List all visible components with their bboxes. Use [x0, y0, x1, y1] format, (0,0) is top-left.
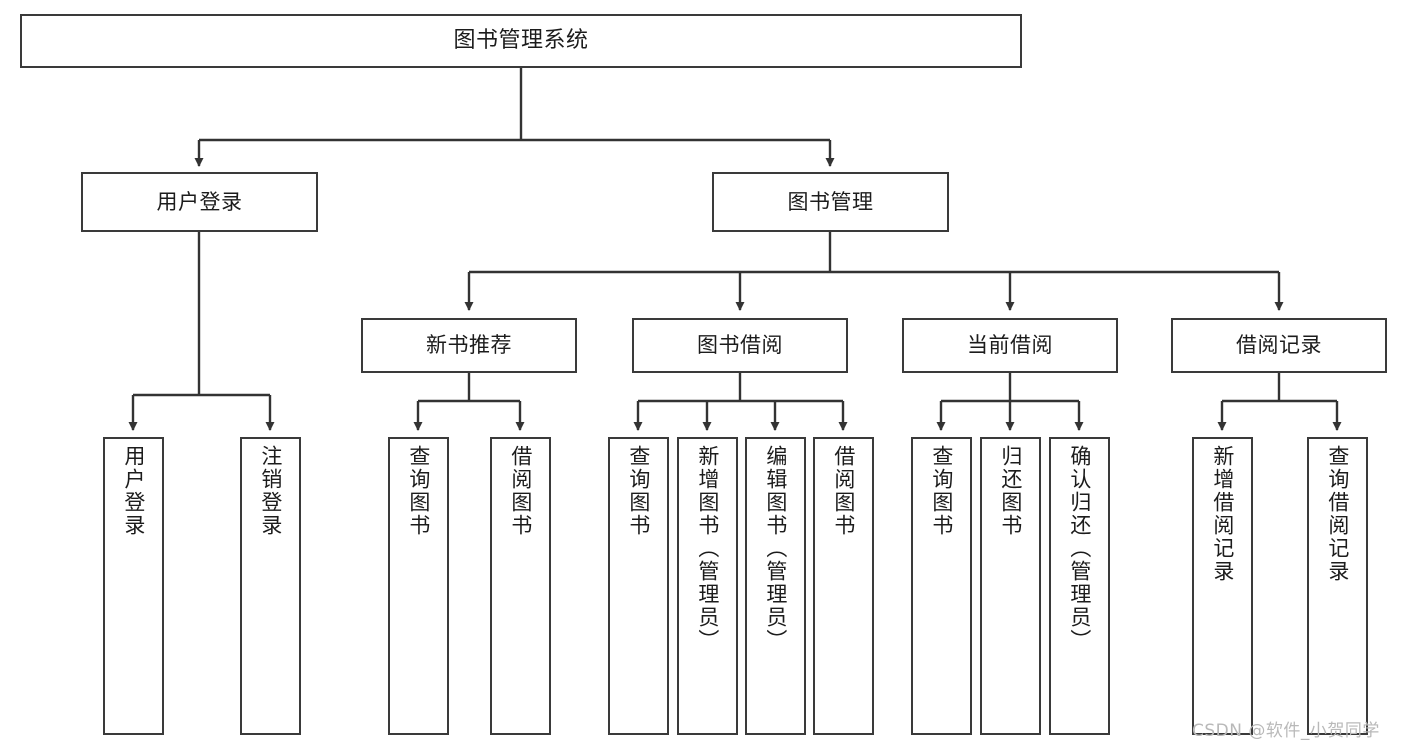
node-root-book-management-system[interactable]: 图书管理系统 [20, 14, 1022, 68]
leaf-new-book-borrow-book[interactable]: 借阅图书 [490, 437, 551, 735]
leaf-book-borrow-add-book-admin[interactable]: 新增图书（管理员） [677, 437, 738, 735]
node-book-borrow[interactable]: 图书借阅 [632, 318, 848, 373]
node-label: 图书借阅 [697, 333, 783, 358]
csdn-watermark: CSDN @软件_小贺同学 [1192, 721, 1380, 741]
leaf-book-borrow-borrow-book[interactable]: 借阅图书 [813, 437, 874, 735]
leaf-borrow-record-add-record[interactable]: 新增借阅记录 [1192, 437, 1253, 735]
leaf-current-borrow-query-book[interactable]: 查询图书 [911, 437, 972, 735]
node-label: 图书管理系统 [453, 27, 589, 53]
node-label: 图书管理 [787, 189, 874, 214]
node-label: 注销登录 [258, 445, 283, 537]
node-current-borrow[interactable]: 当前借阅 [902, 318, 1118, 373]
node-label: 归还图书 [998, 445, 1023, 537]
node-label: 用户登录 [121, 445, 146, 537]
leaf-new-book-query-book[interactable]: 查询图书 [388, 437, 449, 735]
node-new-book-recommend[interactable]: 新书推荐 [361, 318, 577, 373]
node-label: 确认归还（管理员） [1067, 445, 1092, 652]
node-label: 查询图书 [406, 445, 431, 537]
leaf-book-borrow-edit-book-admin[interactable]: 编辑图书（管理员） [745, 437, 806, 735]
leaf-user-login-login[interactable]: 用户登录 [103, 437, 164, 735]
node-borrow-record[interactable]: 借阅记录 [1171, 318, 1387, 373]
node-label: 新增借阅记录 [1210, 445, 1235, 583]
node-label: 当前借阅 [967, 333, 1053, 358]
node-label: 查询图书 [626, 445, 651, 537]
leaf-current-borrow-confirm-return-admin[interactable]: 确认归还（管理员） [1049, 437, 1110, 735]
node-label: 新书推荐 [426, 333, 512, 358]
node-label: 借阅图书 [508, 445, 533, 537]
node-label: 用户登录 [156, 189, 243, 214]
node-book-management[interactable]: 图书管理 [712, 172, 949, 232]
node-label: 查询借阅记录 [1325, 445, 1350, 583]
node-user-login[interactable]: 用户登录 [81, 172, 318, 232]
node-label: 借阅图书 [831, 445, 856, 537]
node-label: 借阅记录 [1236, 333, 1322, 358]
leaf-user-login-logout[interactable]: 注销登录 [240, 437, 301, 735]
leaf-book-borrow-query-book[interactable]: 查询图书 [608, 437, 669, 735]
node-label: 编辑图书（管理员） [763, 445, 788, 652]
leaf-borrow-record-query-record[interactable]: 查询借阅记录 [1307, 437, 1368, 735]
node-label: 新增图书（管理员） [695, 445, 720, 652]
node-label: 查询图书 [929, 445, 954, 537]
leaf-current-borrow-return-book[interactable]: 归还图书 [980, 437, 1041, 735]
